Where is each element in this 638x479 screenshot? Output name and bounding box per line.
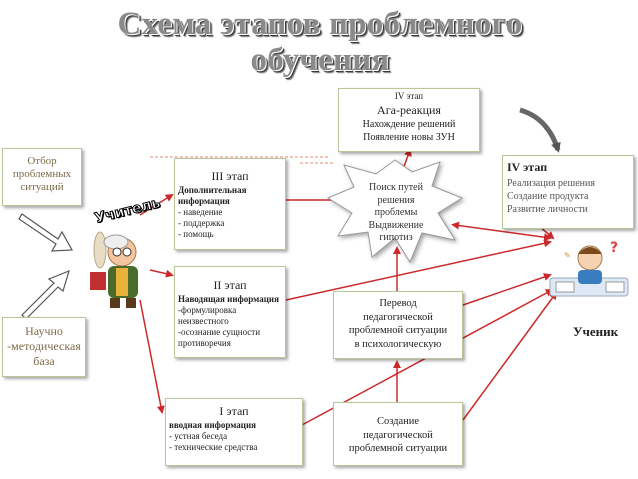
stage2-heading: II этап <box>213 278 247 292</box>
base-line: база <box>33 354 55 368</box>
stage1-heading: I этап <box>219 404 249 418</box>
arrow-star-student <box>451 221 552 242</box>
stage3-line: - помощь <box>178 229 214 239</box>
arrow-translate-student <box>462 273 552 306</box>
arrow-base-to-teacher <box>21 269 70 320</box>
stage4-top-box: IV этап Ага-реакция Нахождение решений П… <box>338 88 480 152</box>
stage1-line: - устная беседа <box>169 431 228 441</box>
selection-line: Отбор <box>27 155 57 167</box>
translate-line: педагогической <box>363 311 433 323</box>
stage4-top-line: Нахождение решений <box>362 119 456 130</box>
star-text: Поиск путей решения проблемы Выдвижение … <box>346 182 446 245</box>
stage2-box: II этап Наводящая информация -формулиров… <box>174 266 286 358</box>
stage2-line: -осознание сущности <box>178 327 261 337</box>
translate-line: проблемной ситуации <box>348 325 448 336</box>
arrow-stage2-student <box>285 239 552 301</box>
star-burst-shape <box>326 159 464 264</box>
stage1-bold-line: вводная информация <box>169 420 257 430</box>
star-line: Выдвижение <box>368 219 424 231</box>
stage3-line: - наведение <box>178 207 223 217</box>
student-label: Ученик <box>573 324 619 339</box>
create-line: проблемной ситуации <box>348 443 448 454</box>
translate-line: Перевод <box>379 298 417 309</box>
stage2-line: противоречия <box>178 338 231 348</box>
stage4-right-line: Развитие личности <box>507 204 588 215</box>
selection-line: проблемных <box>12 168 72 180</box>
diagram-title: Схема этапов проблемного обучения <box>60 6 580 78</box>
stage4-top-heading: IV этап <box>394 91 424 101</box>
arrow-teacher-stage3 <box>139 193 174 216</box>
stage3-bold-line: Дополнительная <box>178 185 247 195</box>
arrow-create-student <box>462 291 558 421</box>
title-line-2: обучения <box>250 42 390 78</box>
stage4-right-line: Создание продукта <box>507 191 589 202</box>
stage2-bold-line: Наводящая информация <box>178 294 279 304</box>
stage3-box: III этап Дополнительная информация - нав… <box>174 158 286 250</box>
base-line: -методическая <box>7 339 81 353</box>
curved-arrow-stage4 <box>519 107 561 153</box>
stage2-line: неизвестного <box>178 316 229 326</box>
star-line: проблемы <box>374 207 418 218</box>
create-box: Создание педагогической проблемной ситуа… <box>333 402 463 466</box>
stage2-line: -формулировка <box>178 305 237 315</box>
stage3-bold-line: информация <box>178 196 230 206</box>
stage3-line: - поддержка <box>178 218 225 228</box>
selection-line: ситуаций <box>20 181 64 193</box>
teacher-figure <box>86 228 152 310</box>
arrow-teacher-stage2 <box>149 269 174 278</box>
translate-box: Перевод педагогической проблемной ситуац… <box>333 291 463 359</box>
title-line-1: Схема этапов проблемного <box>117 6 523 42</box>
stage4-top-subtitle: Ага-реакция <box>377 103 441 117</box>
stage4-right-line: Реализация решения <box>507 178 595 189</box>
star-line: гипотиз <box>379 232 413 243</box>
stage4-right-heading: IV этап <box>507 160 548 174</box>
svg-text:✎: ✎ <box>564 251 571 260</box>
base-line: Научно <box>25 324 63 338</box>
star-line: решения <box>377 194 415 206</box>
student-figure: ? ✎ <box>548 238 632 300</box>
arrow-teacher-stage1 <box>139 299 165 414</box>
stage4-top-line: Появление новы ЗУН <box>363 132 455 143</box>
stage1-box: I этап вводная информация - устная бесед… <box>165 398 303 466</box>
selection-box: Отбор проблемных ситуаций <box>2 148 82 206</box>
star-line: Поиск путей <box>369 182 423 193</box>
stage3-heading: III этап <box>211 169 249 183</box>
create-line: педагогической <box>363 429 433 441</box>
arrow-selection-to-teacher <box>18 213 73 252</box>
translate-line: в психологическую <box>354 338 442 350</box>
svg-text:?: ? <box>610 240 618 256</box>
create-line: Создание <box>376 416 420 427</box>
stage4-right-box: IV этап Реализация решения Создание прод… <box>502 155 634 229</box>
base-box: Научно -методическая база <box>2 317 86 377</box>
stage1-line: - технические средства <box>169 442 258 452</box>
